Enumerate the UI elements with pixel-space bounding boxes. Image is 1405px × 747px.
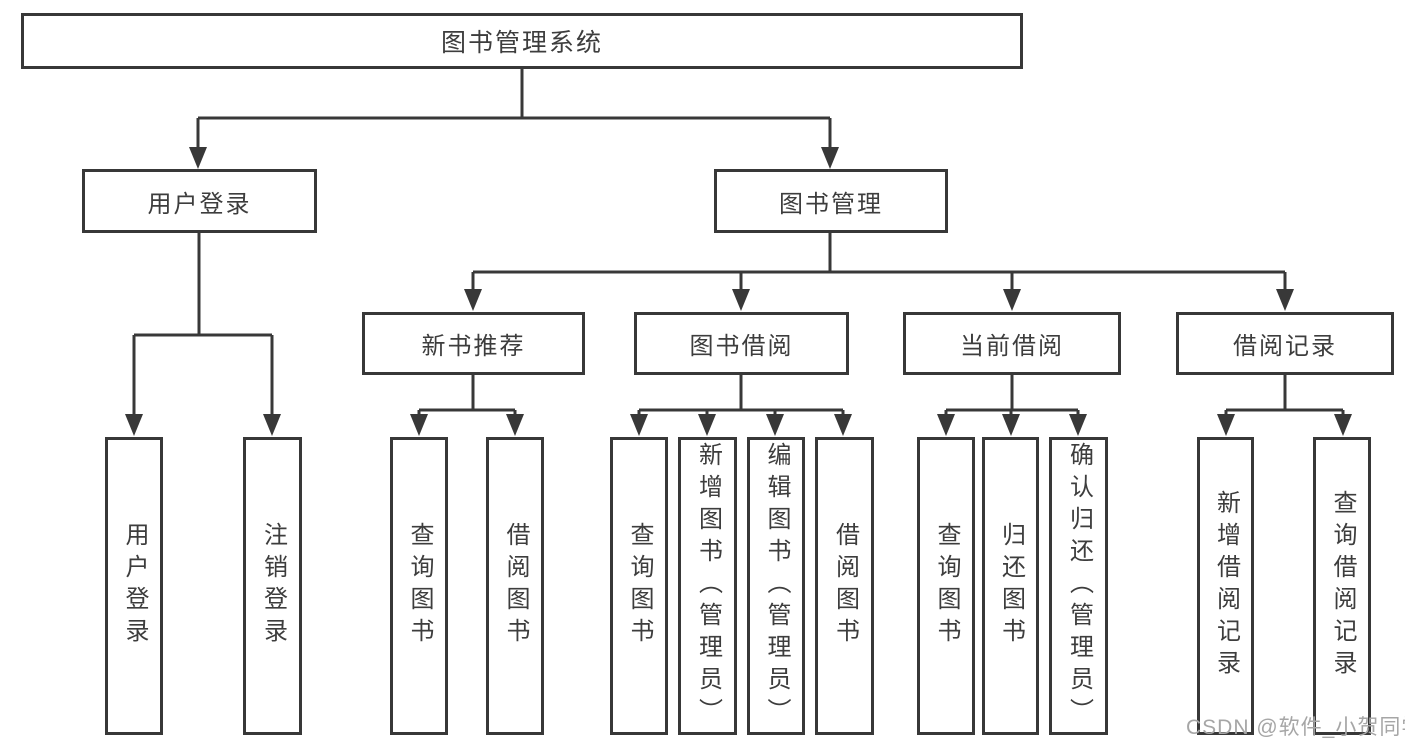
node-library-management-system: 图书管理系统: [21, 13, 1023, 69]
leaf-label: 注销登录: [259, 522, 287, 650]
node-new-book-recommend: 新书推荐: [362, 312, 585, 375]
leaf-label: 查询图书: [933, 522, 960, 650]
node-label: 新书推荐: [421, 333, 526, 360]
leaf-label: 用户登录: [121, 522, 148, 650]
node-borrow-record: 借阅记录: [1176, 312, 1394, 375]
node-label: 图书借阅: [689, 333, 794, 360]
node-label: 图书管理: [779, 190, 883, 218]
arrowheads: [125, 147, 1352, 436]
node-label: 图书管理系统: [440, 29, 603, 57]
leaf-label: 查询借阅记录: [1329, 490, 1356, 682]
leaf-add-borrow-record: 新增借阅记录: [1197, 437, 1254, 735]
leaf-label: 归还图书: [997, 522, 1025, 650]
node-book-borrow: 图书借阅: [634, 312, 849, 375]
leaf-edit-books-admin: 编辑图书（管理员）: [747, 437, 805, 735]
leaf-label: 编辑图书（管理员）: [763, 442, 790, 730]
leaf-query-books-current: 查询图书: [917, 437, 975, 735]
leaf-query-borrow-record: 查询借阅记录: [1313, 437, 1371, 735]
leaf-borrow-books-recommend: 借阅图书: [486, 437, 544, 735]
node-label: 用户登录: [147, 190, 252, 218]
leaf-label: 新增图书（管理员）: [694, 442, 722, 730]
csdn-watermark: CSDN @软件_小贺同学: [1186, 716, 1405, 739]
connector-group: [132, 69, 1345, 416]
leaf-user-login: 用户登录: [105, 437, 163, 735]
leaf-query-books-borrow: 查询图书: [610, 437, 668, 735]
leaf-label: 确认归还（管理员）: [1065, 442, 1093, 730]
node-book-management: 图书管理: [714, 169, 948, 233]
node-label: 当前借阅: [960, 333, 1064, 360]
node-current-borrow: 当前借阅: [903, 312, 1121, 375]
node-label: 借阅记录: [1233, 333, 1337, 360]
leaf-label: 借阅图书: [502, 522, 529, 650]
leaf-label: 查询图书: [626, 522, 653, 650]
leaf-query-books-recommend: 查询图书: [390, 437, 448, 735]
leaf-label: 新增借阅记录: [1212, 490, 1240, 682]
leaf-add-books-admin: 新增图书（管理员）: [678, 437, 737, 735]
leaf-label: 查询图书: [406, 522, 433, 650]
leaf-logout: 注销登录: [243, 437, 302, 735]
leaf-confirm-return-admin: 确认归还（管理员）: [1049, 437, 1108, 735]
leaf-borrow-books: 借阅图书: [815, 437, 874, 735]
leaf-return-books: 归还图书: [982, 437, 1039, 735]
leaf-label: 借阅图书: [831, 522, 859, 650]
node-user-login: 用户登录: [82, 169, 317, 233]
